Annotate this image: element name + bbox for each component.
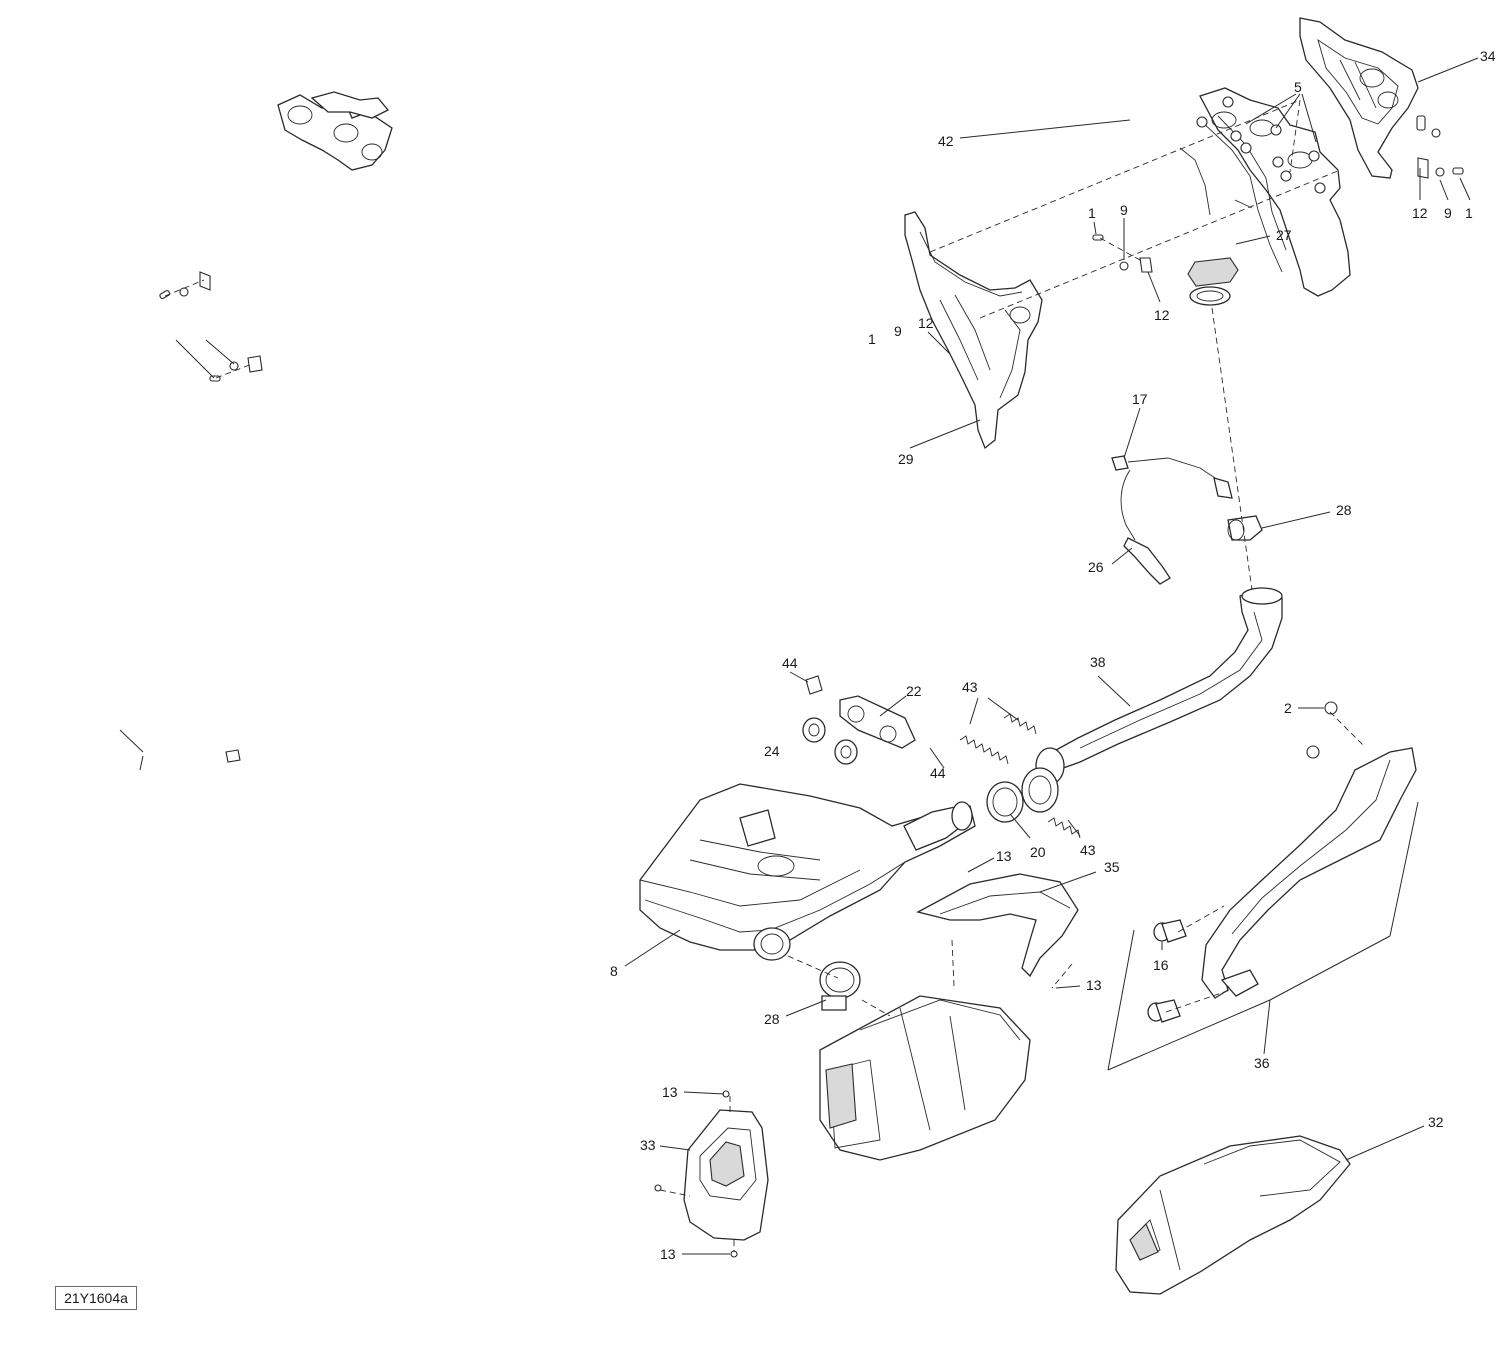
support-bracket xyxy=(1107,701,1419,1071)
label-35: 35 xyxy=(1104,859,1120,875)
label-9-right: 9 xyxy=(1444,205,1452,221)
leader-lines xyxy=(119,57,1479,1255)
label-17: 17 xyxy=(1132,391,1148,407)
label-27: 27 xyxy=(1276,227,1292,243)
label-28-lower: 28 xyxy=(764,1011,780,1027)
label-24: 24 xyxy=(764,743,780,759)
label-9-center: 9 xyxy=(1120,202,1128,218)
label-26: 26 xyxy=(1088,559,1104,575)
label-43-upper: 43 xyxy=(962,679,978,695)
label-5: 5 xyxy=(1294,79,1302,95)
clamp-upper xyxy=(1227,515,1263,541)
label-1-left: 1 xyxy=(868,331,876,347)
label-32: 32 xyxy=(1428,1114,1444,1130)
label-38: 38 xyxy=(1090,654,1106,670)
clamp-lower xyxy=(819,961,861,1011)
label-29: 29 xyxy=(898,451,914,467)
muffler xyxy=(639,783,976,961)
label-16: 16 xyxy=(1153,957,1169,973)
label-28-upper: 28 xyxy=(1336,502,1352,518)
label-1-center: 1 xyxy=(1088,205,1096,221)
assembly-lines xyxy=(164,99,1365,1252)
label-44-bottom: 44 xyxy=(930,765,946,781)
label-22: 22 xyxy=(906,683,922,699)
label-20: 20 xyxy=(1030,844,1046,860)
label-43-lower: 43 xyxy=(1080,842,1096,858)
label-36: 36 xyxy=(1254,1055,1270,1071)
oxygen-sensor xyxy=(1111,455,1233,585)
label-2: 2 xyxy=(1284,700,1292,716)
label-33: 33 xyxy=(640,1137,656,1153)
callout-labels: 42 34 5 12 9 1 1 9 12 27 12 9 1 29 17 28… xyxy=(610,48,1496,1262)
label-34: 34 xyxy=(1480,48,1496,64)
label-13-tip-bottom: 13 xyxy=(660,1246,676,1262)
label-42: 42 xyxy=(938,133,954,149)
muffler-canister xyxy=(819,995,1031,1161)
tail-cover xyxy=(654,1090,769,1258)
exhaust-manifold-gasket xyxy=(277,91,393,171)
label-13-heat-side: 13 xyxy=(1086,977,1102,993)
label-8: 8 xyxy=(610,963,618,979)
heat-shield-left xyxy=(904,211,1043,450)
label-13-tip-top: 13 xyxy=(662,1084,678,1100)
label-12-center: 12 xyxy=(1154,307,1170,323)
label-1-right: 1 xyxy=(1465,205,1473,221)
exhaust-pipe xyxy=(1021,587,1283,813)
drawing-code: 21Y1604a xyxy=(55,1286,137,1310)
muffler-bracket xyxy=(225,675,916,765)
seal-ring xyxy=(986,781,1024,823)
label-12-left: 12 xyxy=(918,315,934,331)
label-13-heat-top: 13 xyxy=(996,848,1012,864)
heat-guard xyxy=(916,873,1079,978)
label-44-top: 44 xyxy=(782,655,798,671)
label-12-right: 12 xyxy=(1412,205,1428,221)
muffler-cover xyxy=(1115,1135,1351,1295)
label-9-left: 9 xyxy=(894,323,902,339)
heat-shield-upper xyxy=(1299,17,1419,179)
fastener-hardware xyxy=(159,96,1464,382)
